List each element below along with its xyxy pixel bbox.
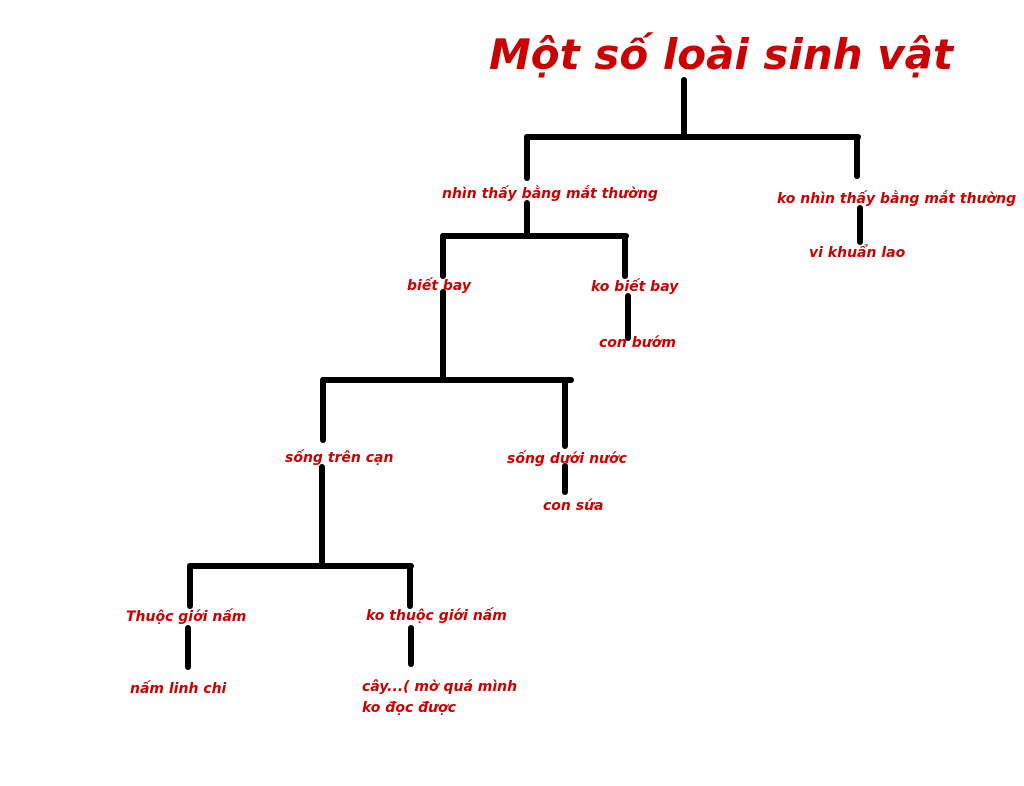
node-lingzhi: nấm linh chi — [130, 681, 227, 697]
node-on-land: sống trên cạn — [285, 450, 394, 466]
node-can-fly: biết bay — [407, 278, 472, 294]
node-invisible: ko nhìn thấy bằng mắt thường — [777, 191, 1017, 207]
node-tb-bacteria: vi khuẩn lao — [809, 245, 906, 261]
node-fungi: Thuộc giới nấm — [126, 609, 247, 625]
node-not-fungi: ko thuộc giới nấm — [366, 608, 507, 624]
node-jellyfish: con sứa — [543, 498, 604, 514]
node-butterfly: con bướm — [599, 335, 676, 351]
node-plant-line2: ko đọc được — [362, 700, 457, 716]
node-under-water: sống dưới nước — [507, 451, 627, 467]
node-plant-line1: cây...( mờ quá mình — [362, 679, 518, 695]
node-visible: nhìn thấy bằng mắt thường — [442, 186, 658, 202]
diagram-title: Một số loài sinh vật — [489, 30, 954, 79]
node-cannot-fly: ko biết bay — [591, 279, 679, 295]
